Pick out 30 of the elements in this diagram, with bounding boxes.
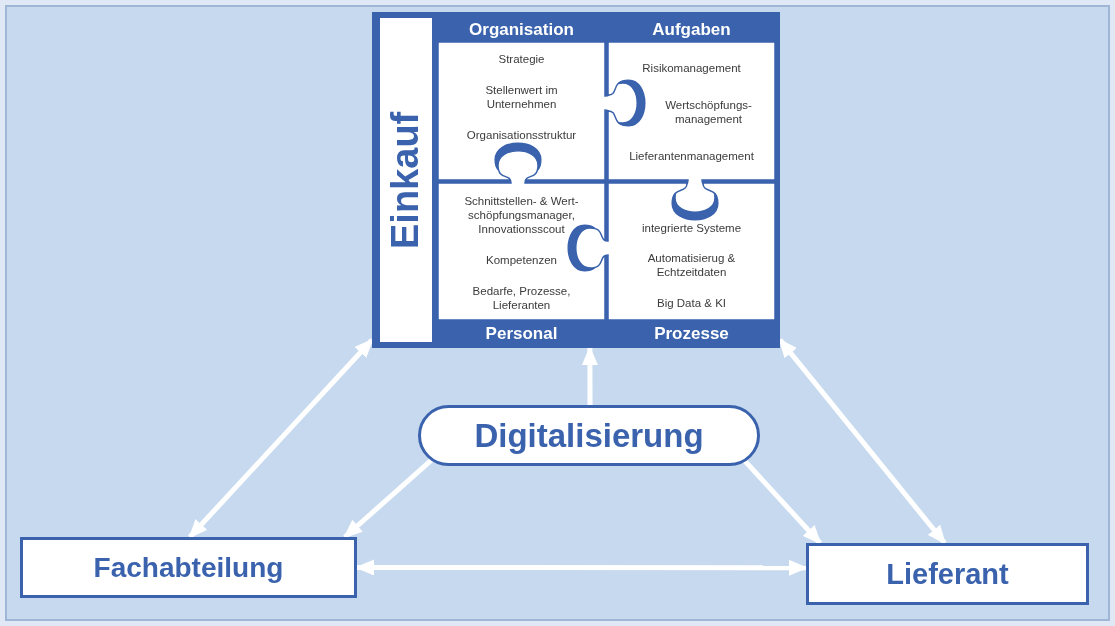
topic-text: Strategie [498, 52, 545, 67]
node-label: Fachabteilung [93, 551, 284, 584]
puzzle-frame [372, 12, 780, 348]
node-label: Lieferant [886, 557, 1009, 591]
topic-text: Big Data & KI [656, 295, 726, 310]
topic-text: Lieferantenmanagement [629, 148, 754, 163]
topic-text: Wertschöpfungs- management [664, 98, 753, 126]
node-label: Digitalisierung [474, 416, 704, 455]
arrow [355, 559, 808, 576]
arrow [581, 346, 598, 405]
arrow [188, 338, 374, 539]
piece-heading: Personal [484, 323, 559, 345]
piece-heading: Organisation [468, 19, 575, 41]
vertical-title: Einkauf [380, 18, 432, 342]
topic-text: Risikomanagement [642, 61, 741, 76]
topic-text: Schnittstellen- & Wert- schöpfungsmanager, Innovationsscout [463, 193, 580, 236]
arrow [778, 338, 947, 545]
topic-text: Automatisierug & Echtzeitdaten [646, 251, 737, 280]
piece-heading: Aufgaben [651, 19, 732, 41]
process-box [20, 537, 357, 598]
arrow [343, 458, 434, 539]
arrow [742, 458, 822, 545]
piece-heading: Prozesse [653, 323, 730, 345]
topic-text: Stellenwert im Unternehmen [484, 83, 559, 111]
rounded-box [418, 405, 760, 466]
topic-text: integrierte Systeme [641, 221, 742, 236]
process-box [806, 543, 1089, 605]
topic-text: Kompetenzen [486, 252, 557, 267]
topic-text: Organisationsstruktur [466, 127, 577, 142]
topic-text: Bedarfe, Prozesse, Lieferanten [471, 283, 572, 312]
